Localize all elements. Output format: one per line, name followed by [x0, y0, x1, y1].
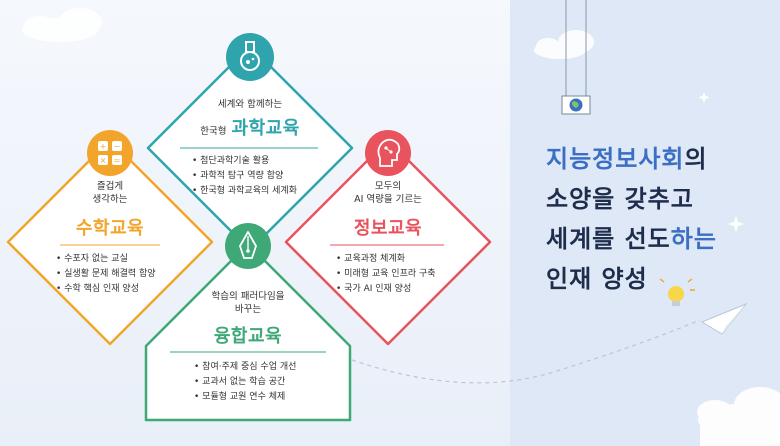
math-subtitle-line1: 즐겁게 [96, 181, 124, 192]
list-item: 수포자 없는 교실 [56, 252, 156, 267]
science-heading: 한국형 과학교육 [200, 114, 300, 140]
info-subtitle-line2: AI 역량을 기르는 [354, 194, 422, 205]
science-title: 과학교육 [231, 118, 300, 139]
slogan-line-4: 인재 양성 [546, 265, 648, 293]
math-bullet-list: 수포자 없는 교실 실생활 문제 해결력 함양 수학 핵심 인재 양성 [56, 252, 156, 297]
fusion-bullet-list: 참여·주제 중심 수업 개선 교과서 없는 학습 공간 모듈형 교원 연수 체제 [194, 360, 296, 405]
globe-frame-icon [561, 0, 591, 115]
list-item: 첨단과학기술 활용 [192, 154, 297, 169]
paper-plane-icon [700, 302, 748, 335]
list-item: 국가 AI 인재 양성 [336, 282, 436, 297]
cloud-icon [697, 387, 780, 446]
science-bullet-list: 첨단과학기술 활용 과학적 탐구 역량 함양 한국형 과학교육의 세계화 [192, 154, 297, 199]
cloud-icon [22, 8, 102, 42]
slogan-line-2: 소양을 갖추고 [546, 185, 694, 213]
slogan-text: 의 [684, 145, 708, 173]
pen-nib-icon [225, 223, 271, 269]
list-item: 참여·주제 중심 수업 개선 [194, 360, 296, 375]
lightbulb-icon [659, 278, 695, 306]
math-subtitle-line2: 생각하는 [92, 194, 128, 205]
list-item: 실생활 문제 해결력 함양 [56, 267, 155, 282]
info-title: 정보교육 [353, 218, 423, 239]
flask-icon [226, 33, 274, 81]
info-bullet-list: 교육과정 체계화 미래형 교육 인프라 구축 국가 AI 인재 양성 [336, 252, 436, 297]
svg-text:−: − [114, 142, 121, 151]
fusion-subtitle-line1: 학습의 패러다임을 [211, 291, 285, 302]
ai-head-icon [365, 130, 411, 176]
sparkle-icon [698, 92, 744, 232]
list-item: 교육과정 체계화 [336, 252, 436, 267]
info-subtitle-line1: 모두의 [374, 181, 402, 192]
list-item: 모듈형 교원 연수 체제 [194, 390, 296, 405]
slogan-line-3: 세계를 선도하는 [546, 226, 717, 252]
math-title: 수학교육 [75, 218, 145, 239]
svg-text:×: × [100, 156, 107, 165]
svg-text:+: + [100, 142, 107, 151]
cloud-icon [534, 30, 594, 59]
list-item: 수학 핵심 인재 양성 [56, 282, 156, 297]
slogan-highlight: 지능정보사회 [546, 145, 685, 173]
slogan-line-1: 지능정보사회의 [546, 146, 708, 172]
fusion-title: 융합교육 [213, 326, 283, 347]
science-subtitle: 세계와 함께하는 [217, 99, 283, 110]
calculator-icon: + − × = [87, 130, 133, 176]
list-item: 미래형 교육 인프라 구축 [336, 267, 435, 282]
slogan-highlight: 하는 [670, 225, 717, 253]
list-item: 한국형 과학교육의 세계화 [192, 184, 297, 199]
svg-text:=: = [114, 156, 121, 165]
list-item: 교과서 없는 학습 공간 [194, 375, 296, 390]
list-item: 과학적 탐구 역량 함양 [192, 169, 297, 184]
flight-path [351, 319, 701, 384]
science-prefix: 한국형 [200, 126, 227, 137]
slogan-text: 세계를 선도 [546, 225, 671, 253]
fusion-subtitle-line2: 바꾸는 [234, 304, 262, 315]
